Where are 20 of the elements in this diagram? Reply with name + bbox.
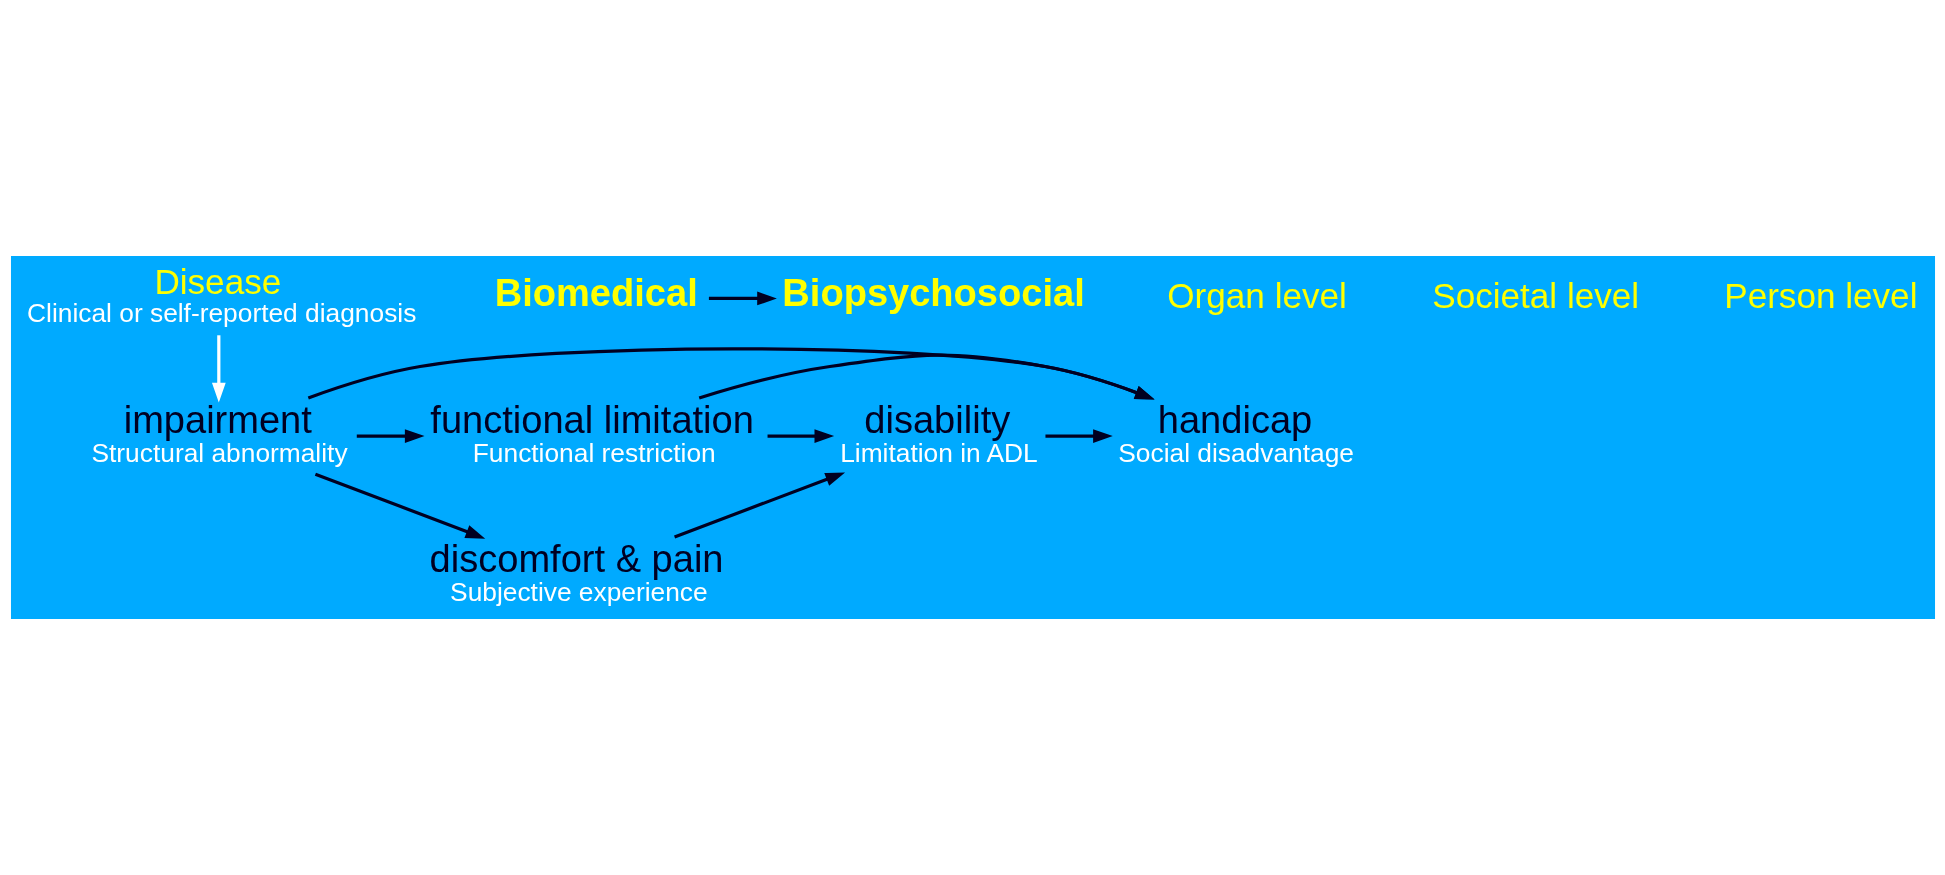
node-text: discomfort & pain Subjective experience (429, 537, 724, 607)
arrow (698, 353, 1155, 400)
arrow (211, 335, 226, 403)
node-text: handicap Social disadvantage (1117, 398, 1354, 468)
arrow (708, 291, 777, 306)
arrow (314, 472, 485, 539)
node-text: functional limitation Functional restriction (429, 398, 754, 468)
arrow (307, 347, 1155, 400)
node-text: impairment Structural abnormality (90, 398, 348, 468)
label: Societal level (1431, 275, 1639, 315)
node-text: Biopsychosocial (781, 272, 1085, 315)
label: Organ level (1166, 275, 1347, 315)
arrow (1044, 429, 1113, 443)
label: Person level (1723, 275, 1917, 315)
node-text: disability Limitation in ADL (839, 398, 1038, 468)
arrow (767, 429, 834, 443)
node-text: Disease Clinical or self-reported diagnosis (26, 262, 416, 329)
arrow (356, 429, 425, 443)
node-text: Biomedical (494, 272, 698, 315)
arrow (673, 472, 845, 539)
